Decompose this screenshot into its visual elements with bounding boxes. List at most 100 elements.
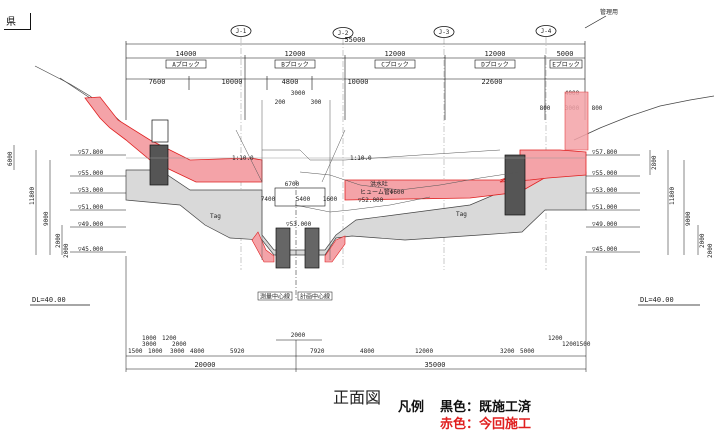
- svg-text:1600: 1600: [323, 196, 338, 203]
- svg-text:▽53.000: ▽53.000: [78, 187, 104, 194]
- svg-text:1200: 1200: [548, 335, 563, 342]
- total-width-dim: 55000: [344, 36, 365, 44]
- legend: 凡例黒色：既施工済 赤色：今回施工: [398, 399, 531, 433]
- block-c-label: Cブロック: [381, 61, 409, 69]
- svg-text:▽57.800: ▽57.800: [78, 149, 104, 156]
- svg-text:6700: 6700: [285, 181, 300, 188]
- svg-text:2000: 2000: [707, 243, 714, 258]
- centerlines: 測量中心線 計画中心線: [257, 180, 333, 301]
- svg-text:12000: 12000: [284, 50, 305, 58]
- bottom-dimension-labels: 2000 1000 1200 3000 2000 1500 1000 3000 …: [128, 332, 591, 369]
- svg-text:3000: 3000: [142, 341, 157, 348]
- svg-text:2800: 2800: [651, 155, 658, 170]
- svg-text:7600: 7600: [149, 78, 166, 86]
- drainage-labels: 洪水吐 ヒューム管Φ600 ▽52.000 ▽53.000: [286, 180, 405, 228]
- plan-centerline-label: 計画中心線: [300, 293, 330, 301]
- svg-text:4800: 4800: [282, 78, 299, 86]
- hume-pipe-label: ヒューム管Φ600: [360, 188, 405, 196]
- svg-text:▽45.000: ▽45.000: [592, 246, 618, 253]
- datum-left: DL=40.00: [32, 296, 66, 304]
- svg-text:10000: 10000: [221, 78, 242, 86]
- existing-dam-body: [125, 169, 587, 256]
- svg-text:J-4: J-4: [541, 28, 552, 35]
- svg-text:1500: 1500: [128, 348, 143, 355]
- survey-centerline-label: 測量中心線: [260, 293, 290, 301]
- prefecture-label: 県: [4, 13, 31, 30]
- svg-text:22600: 22600: [481, 78, 502, 86]
- svg-text:10000: 10000: [347, 78, 368, 86]
- svg-text:2000: 2000: [172, 341, 187, 348]
- svg-text:▽49.000: ▽49.000: [78, 221, 104, 228]
- svg-text:▽52.000: ▽52.000: [358, 197, 384, 204]
- svg-text:2000: 2000: [699, 233, 706, 248]
- legend-red-entry: 赤色：今回施工: [440, 417, 532, 432]
- svg-text:9000: 9000: [685, 211, 692, 226]
- svg-text:J-3: J-3: [439, 29, 450, 36]
- svg-text:3000: 3000: [291, 90, 306, 97]
- svg-text:7920: 7920: [310, 348, 325, 355]
- svg-text:5000: 5000: [520, 348, 535, 355]
- center-section-labels: 6700 7400 5400 1600 1:10.0 1:10.0 Tag Ta…: [210, 155, 467, 220]
- svg-text:14000: 14000: [175, 50, 196, 58]
- svg-text:2000: 2000: [63, 243, 70, 258]
- drawing-caption: 正面図: [332, 388, 381, 407]
- svg-text:▽45.000: ▽45.000: [78, 246, 104, 253]
- svg-text:300: 300: [311, 99, 322, 106]
- spillway-label: 洪水吐: [370, 180, 388, 188]
- svg-text:2000: 2000: [291, 332, 306, 339]
- svg-text:4800: 4800: [360, 348, 375, 355]
- retaining-walls: [149, 119, 526, 269]
- axis-marker-j4: J-4: [535, 25, 557, 270]
- svg-text:▽57.800: ▽57.800: [592, 149, 618, 156]
- svg-text:12000: 12000: [484, 50, 505, 58]
- legend-row-black: 凡例黒色：既施工済: [398, 399, 531, 416]
- legend-black-entry: 黒色：既施工済: [440, 400, 532, 415]
- axis-markers: J-1 J-2 J-3 J-4: [230, 25, 557, 270]
- right-elevations: ▽57.800 ▽55.000 ▽53.000 ▽51.000 ▽49.000 …: [586, 149, 714, 258]
- datum-right: DL=40.00: [640, 296, 674, 304]
- left-elevations: ▽57.800 ▽55.000 ▽53.000 ▽51.000 ▽49.000 …: [7, 145, 126, 258]
- svg-text:11800: 11800: [669, 187, 676, 205]
- svg-text:1200: 1200: [162, 335, 177, 342]
- svg-text:1200: 1200: [562, 341, 577, 348]
- top-right-leader: 管理用: [584, 8, 618, 29]
- svg-text:▽55.000: ▽55.000: [592, 170, 618, 177]
- block-d-label: Dブロック: [481, 61, 509, 69]
- svg-text:5920: 5920: [230, 348, 245, 355]
- svg-text:1000: 1000: [148, 348, 163, 355]
- svg-text:1000: 1000: [142, 335, 157, 342]
- svg-text:▽53.000: ▽53.000: [592, 187, 618, 194]
- block-labels: Aブロック Bブロック Cブロック Dブロック Eブロック: [165, 59, 583, 69]
- block-b-label: Bブロック: [281, 61, 309, 69]
- slope-lines: [126, 100, 586, 260]
- svg-text:12000: 12000: [415, 348, 433, 355]
- bottom-dimensions: [125, 256, 587, 372]
- svg-text:4800: 4800: [190, 348, 205, 355]
- svg-text:12000: 12000: [384, 50, 405, 58]
- svg-text:▽53.000: ▽53.000: [286, 221, 312, 228]
- top-right-label: 管理用: [600, 8, 618, 16]
- svg-text:5000: 5000: [557, 50, 574, 58]
- svg-text:11800: 11800: [29, 187, 36, 205]
- legend-title: 凡例: [398, 400, 425, 415]
- top-dimensions: [125, 41, 586, 120]
- svg-text:6000: 6000: [7, 151, 14, 166]
- svg-text:200: 200: [275, 99, 286, 106]
- svg-text:9000: 9000: [43, 211, 50, 226]
- svg-text:800: 800: [540, 105, 551, 112]
- slope-ratio-center: 1:10.0: [350, 155, 372, 162]
- svg-text:▽51.000: ▽51.000: [78, 204, 104, 211]
- block-e-label: Eブロック: [552, 61, 580, 69]
- svg-text:▽49.000: ▽49.000: [592, 221, 618, 228]
- svg-text:Tag: Tag: [210, 213, 221, 220]
- svg-text:▽51.000: ▽51.000: [592, 204, 618, 211]
- svg-text:800: 800: [592, 105, 603, 112]
- axis-marker-j1: J-1: [230, 25, 252, 270]
- svg-text:2000: 2000: [55, 233, 62, 248]
- svg-text:3000: 3000: [170, 348, 185, 355]
- bottom-total-right: 35000: [424, 361, 445, 369]
- bottom-total-left: 20000: [194, 361, 215, 369]
- svg-text:3200: 3200: [500, 348, 515, 355]
- svg-text:J-1: J-1: [236, 28, 247, 35]
